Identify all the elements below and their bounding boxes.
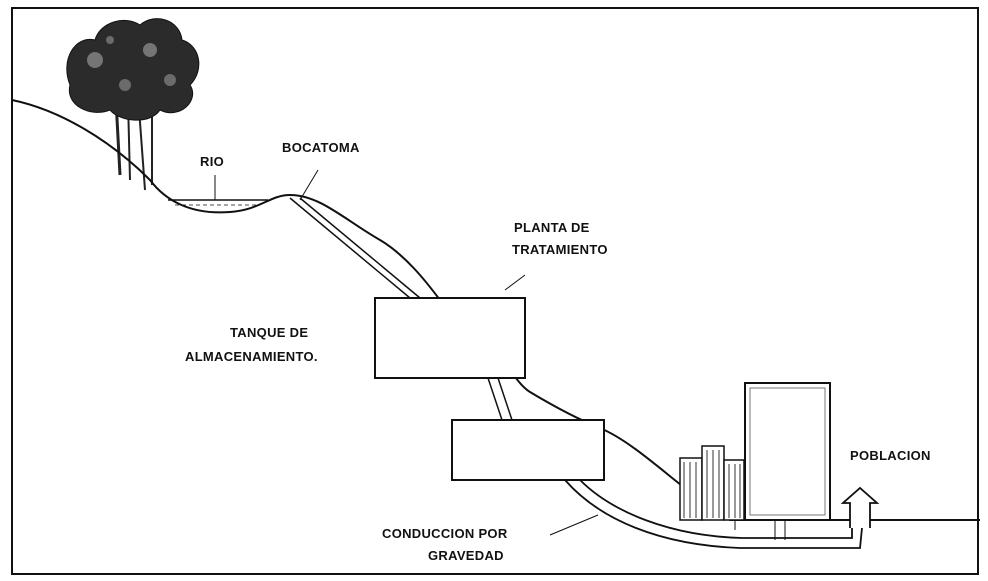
river-icon: [168, 175, 268, 206]
label-poblacion: POBLACION: [850, 448, 931, 463]
intake-pipe: [289, 197, 411, 299]
gravity-pipe: [564, 479, 863, 549]
label-bocatoma: BOCATOMA: [282, 140, 360, 155]
label-conduccion-line2: GRAVEDAD: [428, 548, 504, 563]
storage-tank-box: [451, 419, 605, 481]
treatment-plant-box: [374, 297, 526, 379]
label-rio: RIO: [200, 154, 224, 169]
bocatoma-pointer: [299, 169, 319, 201]
label-conduccion-line1: CONDUCCION POR: [382, 526, 508, 541]
label-tanque-line2: ALMACENAMIENTO.: [185, 349, 318, 364]
house-arrow-icon: [840, 486, 880, 528]
label-planta-line2: TRATAMIENTO: [512, 242, 608, 257]
diagram-frame: [11, 7, 979, 575]
label-planta-line1: PLANTA DE: [514, 220, 590, 235]
building-cluster-icon: [679, 445, 745, 521]
tall-building-icon: [734, 382, 831, 540]
connecting-pipe: [487, 377, 503, 421]
planta-pointer: [504, 274, 526, 291]
tree-icon: [66, 18, 200, 191]
label-tanque-line1: TANQUE DE: [230, 325, 308, 340]
conduccion-pointer: [549, 514, 599, 536]
